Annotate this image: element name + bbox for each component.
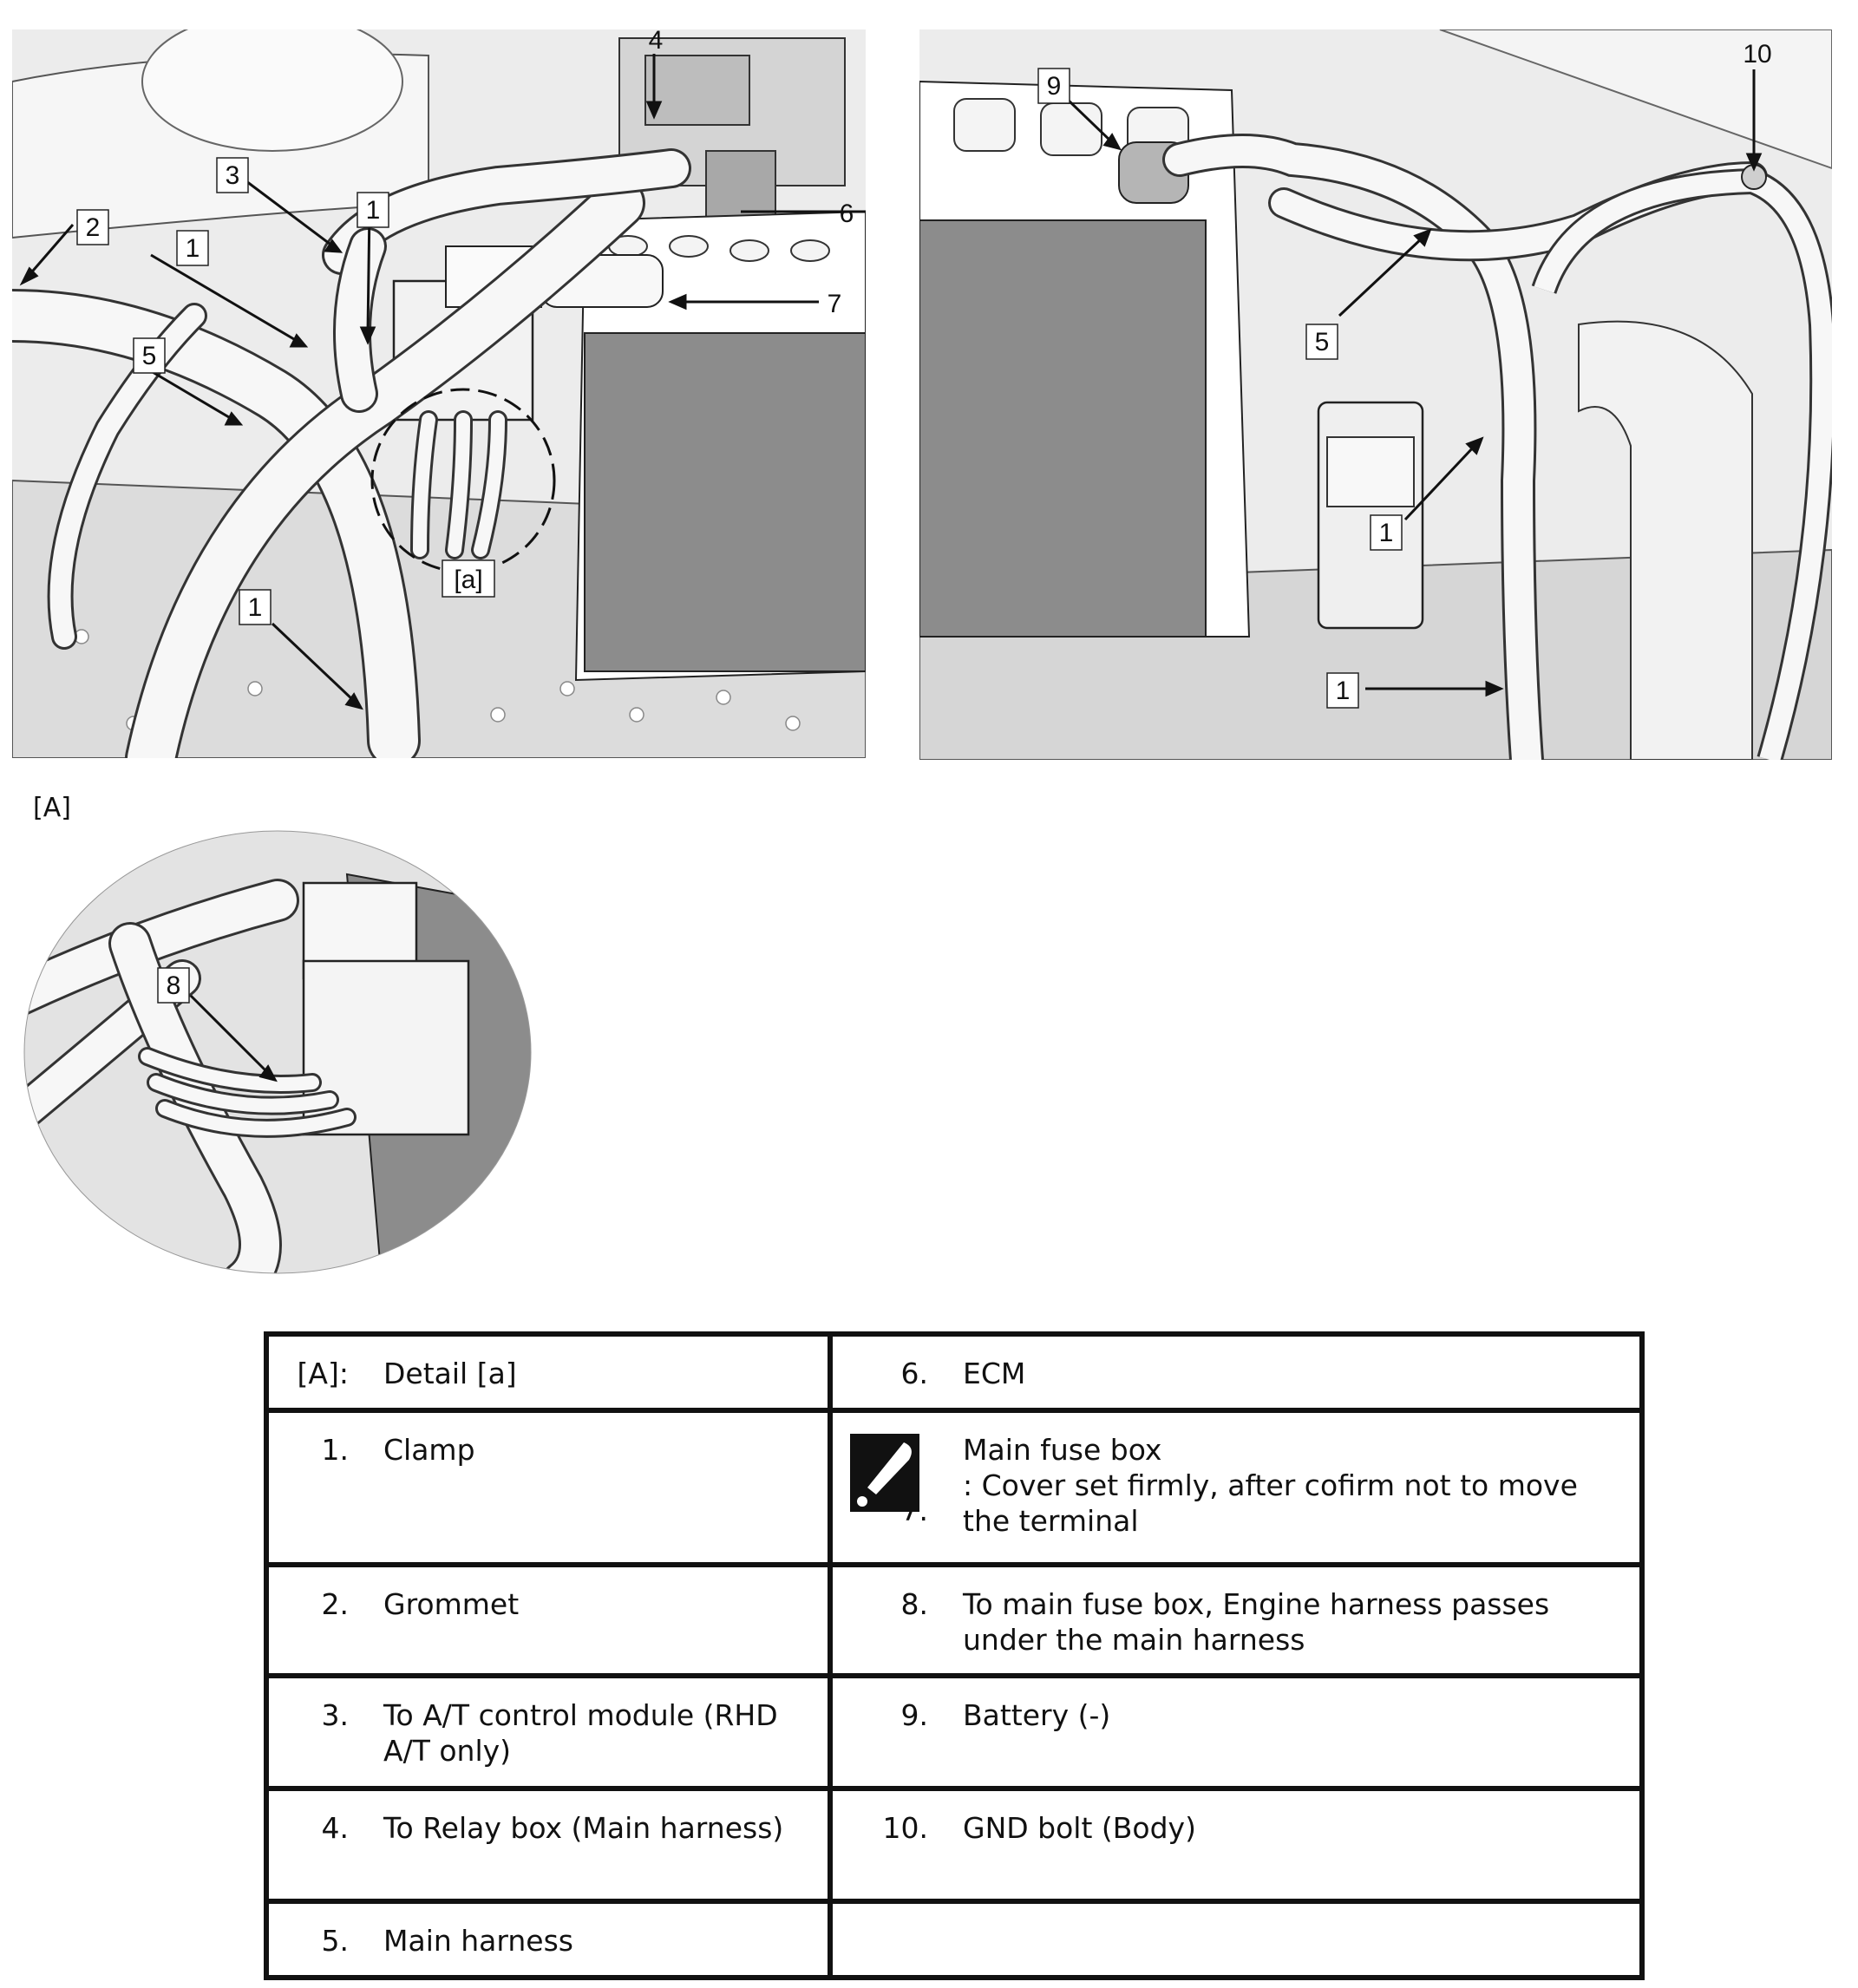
legend-cell: 6. ECM	[828, 1331, 1645, 1413]
callout-4: 4	[649, 29, 664, 55]
table-row: 4. To Relay box (Main harness) 10. GND b…	[264, 1786, 1645, 1904]
callout-5r: 5	[1315, 328, 1330, 356]
legend-text: To main fuse box, Engine harness passes …	[963, 1587, 1550, 1657]
callout-7: 7	[828, 290, 842, 318]
detail-diagram: 8	[23, 830, 532, 1274]
legend-cell: [A]: Detail [a]	[264, 1331, 833, 1413]
legend-text: Detail [a]	[383, 1357, 517, 1390]
legend-subtext: : Cover set firmly, after cofirm not to …	[963, 1468, 1578, 1538]
legend-num: 10.	[882, 1811, 928, 1845]
table-row: 3. To A/T control module (RHD A/T only) …	[264, 1673, 1645, 1791]
legend-num: 9.	[900, 1698, 929, 1732]
legend-cell: 8. To main fuse box, Engine harness pass…	[828, 1562, 1645, 1678]
legend-text: Battery (-)	[963, 1698, 1111, 1732]
legend-num: 1.	[321, 1433, 350, 1467]
callout-1b: 1	[366, 196, 381, 225]
legend-cell: 2. Grommet	[264, 1562, 833, 1678]
legend-text-block: Main fuse box : Cover set firmly, after …	[963, 1432, 1639, 1562]
legend-cell: 5. Main harness	[264, 1899, 833, 1980]
detail-a-label: [A]	[33, 793, 71, 823]
callout-9: 9	[1047, 72, 1062, 101]
legend-cell: 1. Clamp	[264, 1408, 833, 1567]
right-callouts: 9 10 5 1 1	[1037, 40, 1772, 709]
caution-icon	[850, 1434, 919, 1512]
callout-10: 10	[1743, 40, 1771, 69]
legend-num: 2.	[321, 1587, 350, 1621]
callout-detail-a: [a]	[454, 566, 482, 594]
callout-1c: 1	[248, 593, 263, 622]
table-row: 1. Clamp 7. Main fuse box : Cover set fi…	[264, 1408, 1645, 1567]
table-row: 2. Grommet 8. To main fuse box, Engine h…	[264, 1562, 1645, 1678]
legend-text: GND bolt (Body)	[963, 1811, 1196, 1845]
legend-num: 8.	[900, 1587, 929, 1621]
callout-2: 2	[86, 213, 101, 242]
detail-a-illustration: 8	[17, 822, 538, 1282]
legend-text: Main harness	[383, 1924, 573, 1958]
legend-text: Clamp	[383, 1433, 475, 1467]
legend-num: 4.	[321, 1811, 350, 1845]
legend-cell: 7. Main fuse box : Cover set firmly, aft…	[828, 1408, 1645, 1567]
legend-num: [A]:	[297, 1357, 349, 1390]
legend-cell: 3. To A/T control module (RHD A/T only)	[264, 1673, 833, 1791]
left-diagram: 2 1 3 1 4 5 6 7 1 [a]	[12, 29, 866, 758]
left-callouts: 2 1 3 1 4 5 6 7 1 [a]	[76, 29, 854, 625]
legend-text: Grommet	[383, 1587, 520, 1621]
right-diagram: 9 10 5 1 1	[919, 29, 1832, 760]
legend-text: ECM	[963, 1357, 1026, 1390]
callout-5: 5	[142, 342, 157, 370]
legend-text: Main fuse box	[963, 1433, 1162, 1467]
callout-3: 3	[226, 161, 240, 190]
callout-8: 8	[167, 971, 181, 1000]
table-row: 5. Main harness	[264, 1899, 1645, 1980]
callout-1a: 1	[186, 234, 200, 263]
legend-table: [A]: Detail [a] 6. ECM 1. Clamp	[264, 1331, 1645, 1980]
legend-num: 5.	[321, 1924, 350, 1958]
engine-bay-left-illustration: 2 1 3 1 4 5 6 7 1 [a]	[12, 29, 866, 758]
legend-cell: 4. To Relay box (Main harness)	[264, 1786, 833, 1904]
legend-text: To Relay box (Main harness)	[383, 1811, 784, 1845]
legend-cell: 10. GND bolt (Body)	[828, 1786, 1645, 1904]
table-row: [A]: Detail [a] 6. ECM	[264, 1331, 1645, 1413]
legend-num: 6.	[900, 1357, 929, 1390]
callout-1r-b: 1	[1336, 677, 1351, 705]
legend-text: To A/T control module (RHD A/T only)	[383, 1698, 778, 1768]
callout-6: 6	[840, 199, 854, 228]
legend-cell: 9. Battery (-)	[828, 1673, 1645, 1791]
legend-cell	[828, 1899, 1645, 1980]
engine-bay-right-illustration: 9 10 5 1 1	[919, 29, 1832, 760]
callout-1r-a: 1	[1379, 519, 1394, 547]
legend-num: 3.	[321, 1698, 350, 1732]
